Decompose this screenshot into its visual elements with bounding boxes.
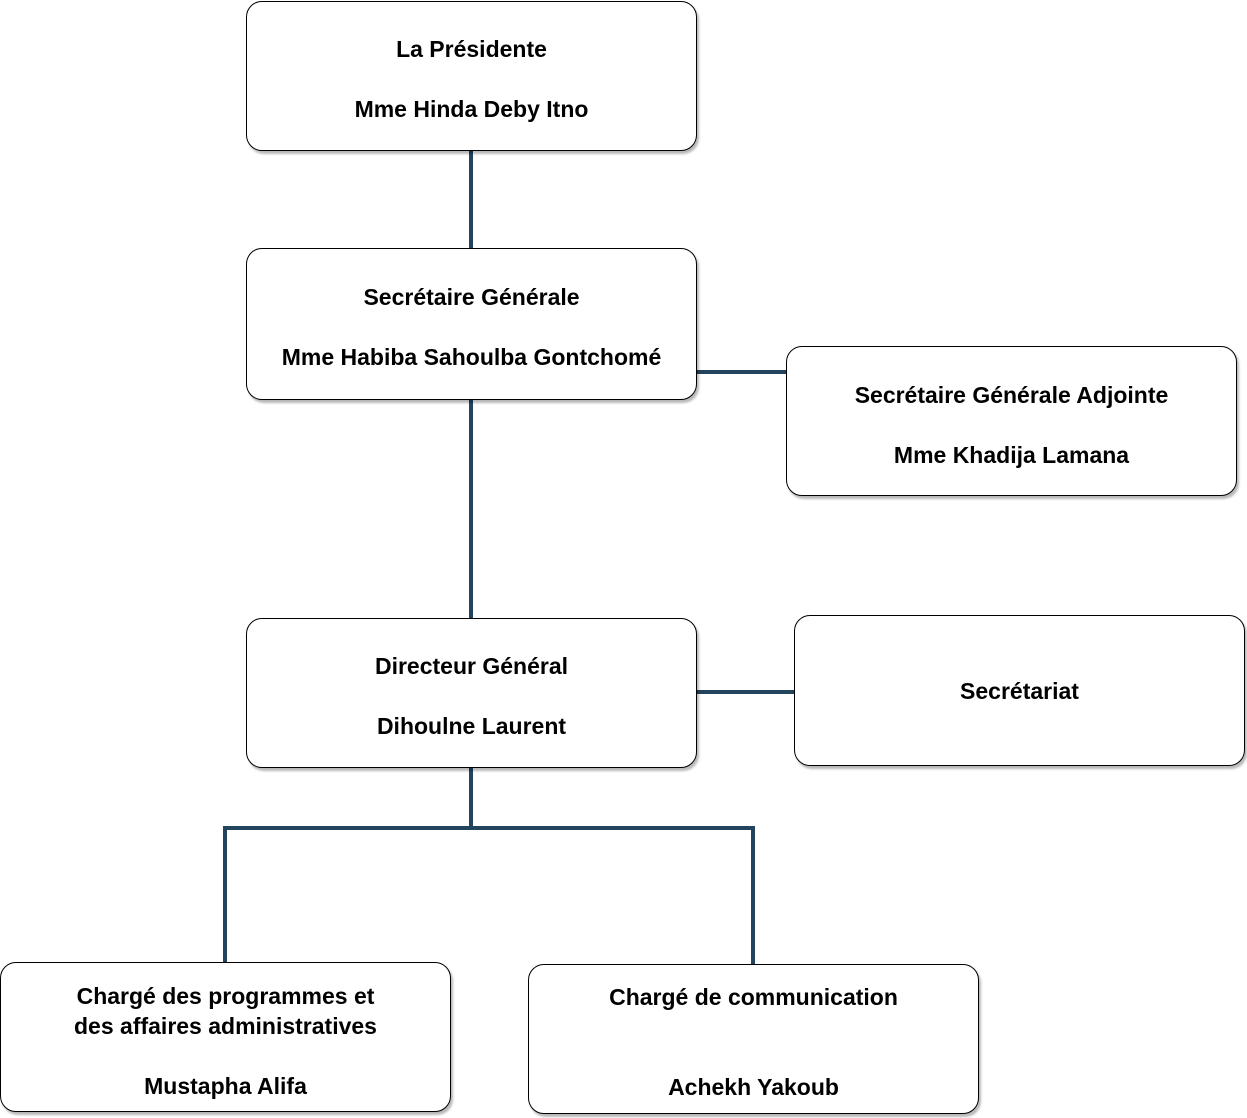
node-directeur-general: Directeur Général Dihoulne Laurent bbox=[246, 618, 697, 768]
node-person: Mme Habiba Sahoulba Gontchomé bbox=[281, 344, 662, 370]
node-person: Mme Hinda Deby Itno bbox=[354, 96, 589, 122]
node-secretaire-generale: Secrétaire Générale Mme Habiba Sahoulba … bbox=[246, 248, 697, 400]
node-role-line1: Chargé des programmes et bbox=[76, 983, 375, 1009]
node-role: La Présidente bbox=[396, 36, 547, 62]
node-person: Achekh Yakoub bbox=[668, 1074, 839, 1100]
node-role: Directeur Général bbox=[374, 653, 569, 679]
node-person: Dihoulne Laurent bbox=[376, 713, 567, 739]
node-secretariat: Secrétariat bbox=[794, 615, 1245, 766]
node-charge-communication: Chargé de communication Achekh Yakoub bbox=[528, 964, 979, 1114]
node-role-line2: des affaires administratives bbox=[74, 1013, 377, 1039]
node-person: Mme Khadija Lamana bbox=[893, 442, 1130, 468]
node-charge-programmes: Chargé des programmes et des affaires ad… bbox=[0, 962, 451, 1112]
node-presidente: La Présidente Mme Hinda Deby Itno bbox=[246, 1, 697, 151]
node-person: Mustapha Alifa bbox=[144, 1073, 307, 1099]
node-role: Secrétariat bbox=[960, 677, 1079, 704]
node-role: Secrétaire Générale bbox=[363, 284, 580, 310]
node-role: Chargé de communication bbox=[609, 984, 898, 1010]
node-role: Secrétaire Générale Adjointe bbox=[854, 382, 1169, 408]
node-secretaire-generale-adjointe: Secrétaire Générale Adjointe Mme Khadija… bbox=[786, 346, 1237, 496]
connector-directeur-subordinates bbox=[223, 826, 755, 966]
